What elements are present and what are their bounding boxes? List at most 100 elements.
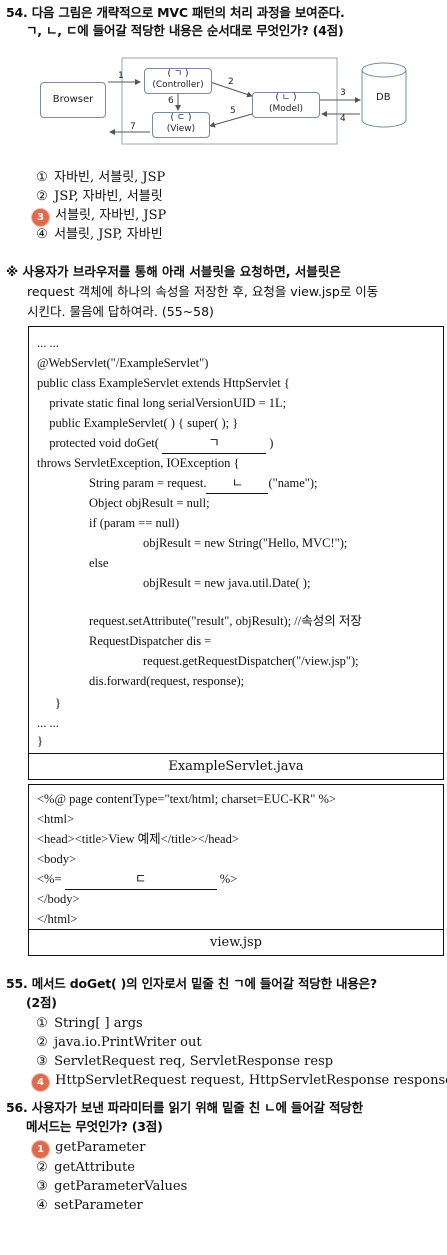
blank-a: ㄱ: [162, 433, 267, 454]
code-line: dis.forward(request, response);: [89, 674, 245, 688]
code-line: RequestDispatcher dis =: [89, 634, 212, 648]
code-line: </body>: [37, 892, 80, 906]
code-line: throws ServletException, IOException {: [37, 456, 240, 470]
db-label: DB: [376, 92, 391, 103]
q56-title-line2: 메서드는 무엇인가? (3점): [26, 1119, 163, 1134]
q55-title-line2: (2점): [26, 995, 57, 1010]
intro-line1: ※ 사용자가 브라우저를 통해 아래 서블릿을 요청하면, 서블릿은: [6, 264, 341, 279]
q54-option-1-number: ①: [36, 170, 48, 185]
q56-option-4[interactable]: ④ setParameter: [34, 1196, 143, 1215]
q55-option-3[interactable]: ③ ServletRequest req, ServletResponse re…: [34, 1052, 333, 1071]
arrow-label-4: 4: [340, 114, 346, 124]
arrow-label-5: 5: [230, 106, 236, 116]
close-paren: ): [269, 436, 274, 450]
q54-option-1-text: 자바빈, 서블릿, JSP: [54, 170, 166, 185]
code-line: protected void doGet(: [43, 436, 159, 450]
q55-option-1-text: String[ ] args: [54, 1016, 143, 1031]
code-line: public ExampleServlet( ) { super( ); }: [43, 416, 239, 430]
q55-option-2-text: java.io.PrintWriter out: [54, 1035, 202, 1050]
q54-option-2[interactable]: ② JSP, 자바빈, 서블릿: [34, 187, 163, 206]
q56-option-4-text: setParameter: [54, 1198, 143, 1213]
code-line: <body>: [37, 852, 77, 866]
code-line: <head><title>View 예제</title></head>: [37, 832, 239, 846]
expression-close: %>: [219, 872, 238, 886]
code-line: }: [55, 696, 61, 710]
q54-option-4-number: ④: [36, 227, 48, 242]
view-blank-label: ( ㄷ ): [170, 113, 192, 123]
q54-option-2-number: ②: [36, 189, 48, 204]
q56-title-line1: 56. 사용자가 보낸 파라미터를 읽기 위해 밑줄 친 ㄴ에 들어갈 적당한: [6, 1100, 363, 1115]
model-label: (Model): [268, 104, 304, 114]
code-line: </html>: [37, 912, 78, 926]
code-line: Object objResult = null;: [89, 496, 210, 510]
q54-option-4[interactable]: ④ 서블릿, JSP, 자바빈: [34, 225, 163, 244]
intro-line2: request 객체에 하나의 속성을 저장한 후, 요청을 view.jsp로…: [27, 284, 379, 299]
code-line: ... ...: [37, 336, 59, 350]
q55-option-3-text: ServletRequest req, ServletResponse resp: [54, 1054, 334, 1069]
view-caption: view.jsp: [29, 929, 443, 955]
code-line: private static final long serialVersionU…: [43, 396, 287, 410]
q54-option-4-text: 서블릿, JSP, 자바빈: [54, 227, 163, 242]
q56-option-4-number: ④: [36, 1198, 48, 1213]
param-line: String param = request.ㄴ("name");: [89, 473, 318, 494]
code-line: request.setAttribute("result", objResult…: [89, 614, 362, 628]
q55-option-4[interactable]: 4 HttpServletRequest request, HttpServle…: [32, 1071, 447, 1091]
q55-option-1[interactable]: ① String[ ] args: [34, 1014, 143, 1033]
q55-option-3-number: ③: [36, 1054, 48, 1069]
q55-option-4-text: HttpServletRequest request, HttpServletR…: [55, 1073, 447, 1088]
blank-c: ㄷ: [64, 869, 217, 890]
q55-option-2[interactable]: ② java.io.PrintWriter out: [34, 1033, 202, 1052]
model-blank-label: ( ㄴ ): [275, 93, 297, 103]
doget-line: protected void doGet( ㄱ ): [43, 433, 273, 454]
code-line: else: [89, 556, 109, 570]
arrow-label-6: 6: [168, 96, 174, 106]
arrow-label-3: 3: [340, 88, 346, 98]
mvc-diagram: Browser ( ㄱ ) (Controller) ( ㄷ ) (View) …: [40, 50, 412, 150]
q56-option-3-text: getParameterValues: [54, 1179, 188, 1194]
q56-option-1-text: getParameter: [55, 1140, 146, 1155]
view-box: ( ㄷ ) (View): [152, 112, 210, 138]
param-tail: ("name");: [268, 476, 318, 490]
q54-title-line1: 54. 다음 그림은 개략적으로 MVC 패턴의 처리 과정을 보여준다.: [6, 5, 345, 20]
intro-line3: 시킨다. 물음에 답하여라. (55~58): [27, 304, 214, 319]
q55-option-1-number: ①: [36, 1016, 48, 1031]
q54-option-3-text: 서블릿, 자바빈, JSP: [55, 208, 167, 223]
answer-mark: 3: [32, 209, 49, 226]
controller-label: (Controller): [152, 80, 204, 90]
code-line: @WebServlet("/ExampleServlet"): [37, 356, 209, 370]
q56-option-2-number: ②: [36, 1160, 48, 1175]
blank-b: ㄴ: [206, 473, 269, 494]
q55-title-line1: 55. 메서드 doGet( )의 인자로서 밑줄 친 ㄱ에 들어갈 적당한 내…: [6, 976, 377, 991]
code-line: <%@ page contentType="text/html; charset…: [37, 792, 336, 806]
code-line: request.getRequestDispatcher("/view.jsp"…: [143, 654, 359, 668]
q54-title-line2: ㄱ, ㄴ, ㄷ에 들어갈 적당한 내용은 순서대로 무엇인가? (4점): [26, 23, 344, 38]
answer-mark: 1: [32, 1141, 49, 1158]
code-line: public class ExampleServlet extends Http…: [37, 376, 290, 390]
code-line: <%=: [37, 872, 62, 886]
servlet-caption: ExampleServlet.java: [29, 753, 443, 779]
q56-option-1[interactable]: 1 getParameter: [32, 1138, 145, 1158]
q56-option-3-number: ③: [36, 1179, 48, 1194]
controller-blank-label: ( ㄱ ): [167, 69, 189, 79]
expression-line: <%= ㄷ %>: [37, 869, 237, 890]
q56-option-3[interactable]: ③ getParameterValues: [34, 1177, 187, 1196]
controller-box: ( ㄱ ) (Controller): [144, 68, 212, 94]
code-line: ... ...: [37, 716, 59, 730]
view-label: (View): [166, 124, 196, 134]
q54-option-2-text: JSP, 자바빈, 서블릿: [54, 189, 163, 204]
code-line: <html>: [37, 812, 75, 826]
q56-option-2-text: getAttribute: [54, 1160, 135, 1175]
q55-option-2-number: ②: [36, 1035, 48, 1050]
servlet-code-box: ... ... @WebServlet("/ExampleServlet") p…: [28, 326, 444, 780]
q56-option-2[interactable]: ② getAttribute: [34, 1158, 135, 1177]
q54-option-1[interactable]: ① 자바빈, 서블릿, JSP: [34, 168, 165, 187]
code-line: }: [37, 734, 43, 748]
q54-option-3[interactable]: 3 서블릿, 자바빈, JSP: [32, 206, 166, 226]
arrow-label-7: 7: [130, 122, 136, 132]
answer-mark: 4: [32, 1074, 49, 1091]
code-line: if (param == null): [89, 516, 180, 530]
view-code-box: <%@ page contentType="text/html; charset…: [28, 784, 444, 956]
arrow-label-1: 1: [118, 71, 124, 81]
code-line: objResult = new java.util.Date( );: [143, 576, 311, 590]
